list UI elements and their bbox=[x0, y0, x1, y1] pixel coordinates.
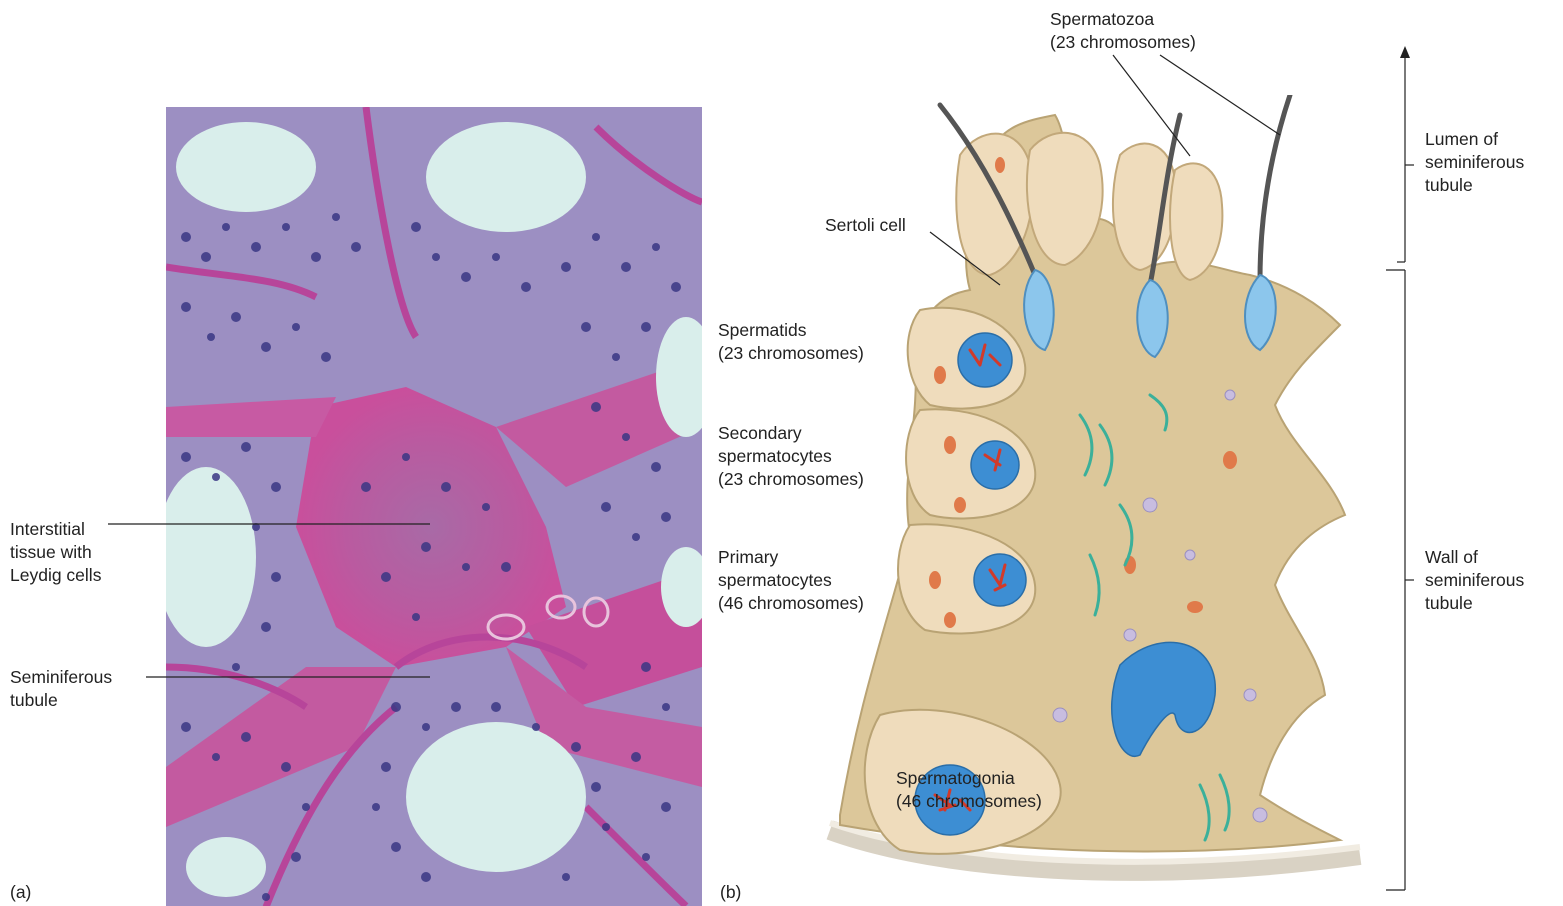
label-seminiferous-tubule: Seminiferous tubule bbox=[10, 666, 112, 712]
label-line: Seminiferous bbox=[10, 666, 112, 689]
label-line: spermatocytes bbox=[718, 569, 864, 592]
label-line: seminiferous bbox=[1425, 569, 1524, 592]
label-line: tubule bbox=[1425, 592, 1524, 615]
label-line: Spermatids bbox=[718, 319, 864, 342]
label-spermatogonia: Spermatogonia (46 chromosomes) bbox=[896, 767, 1042, 813]
label-line: (23 chromosomes) bbox=[718, 468, 864, 491]
micrograph-illustration bbox=[166, 107, 702, 906]
label-line: Leydig cells bbox=[10, 564, 101, 587]
panel-a-letter: (a) bbox=[10, 881, 31, 904]
label-line: (23 chromosomes) bbox=[1050, 31, 1196, 54]
label-line: Secondary bbox=[718, 422, 864, 445]
label-sertoli-cell: Sertoli cell bbox=[825, 214, 906, 237]
label-wall: Wall of seminiferous tubule bbox=[1425, 546, 1524, 615]
label-line: Primary bbox=[718, 546, 864, 569]
label-line: Spermatogonia bbox=[896, 767, 1042, 790]
label-line: Wall of bbox=[1425, 546, 1524, 569]
micrograph-image bbox=[166, 107, 702, 906]
label-line: spermatocytes bbox=[718, 445, 864, 468]
label-primary-spermatocytes: Primary spermatocytes (46 chromosomes) bbox=[718, 546, 864, 615]
label-line: Spermatozoa bbox=[1050, 8, 1196, 31]
label-line: (23 chromosomes) bbox=[718, 342, 864, 365]
label-line: tissue with bbox=[10, 541, 101, 564]
label-line: tubule bbox=[10, 689, 112, 712]
panel-b-letter: (b) bbox=[720, 881, 741, 904]
label-spermatozoa: Spermatozoa (23 chromosomes) bbox=[1050, 8, 1196, 54]
label-line: (46 chromosomes) bbox=[718, 592, 864, 615]
label-line: seminiferous bbox=[1425, 151, 1524, 174]
label-lumen: Lumen of seminiferous tubule bbox=[1425, 128, 1524, 197]
label-line: Sertoli cell bbox=[825, 214, 906, 237]
label-line: Interstitial bbox=[10, 518, 101, 541]
label-line: tubule bbox=[1425, 174, 1524, 197]
label-secondary-spermatocytes: Secondary spermatocytes (23 chromosomes) bbox=[718, 422, 864, 491]
label-line: Lumen of bbox=[1425, 128, 1524, 151]
label-spermatids: Spermatids (23 chromosomes) bbox=[718, 319, 864, 365]
label-interstitial-tissue: Interstitial tissue with Leydig cells bbox=[10, 518, 101, 587]
label-line: (46 chromosomes) bbox=[896, 790, 1042, 813]
